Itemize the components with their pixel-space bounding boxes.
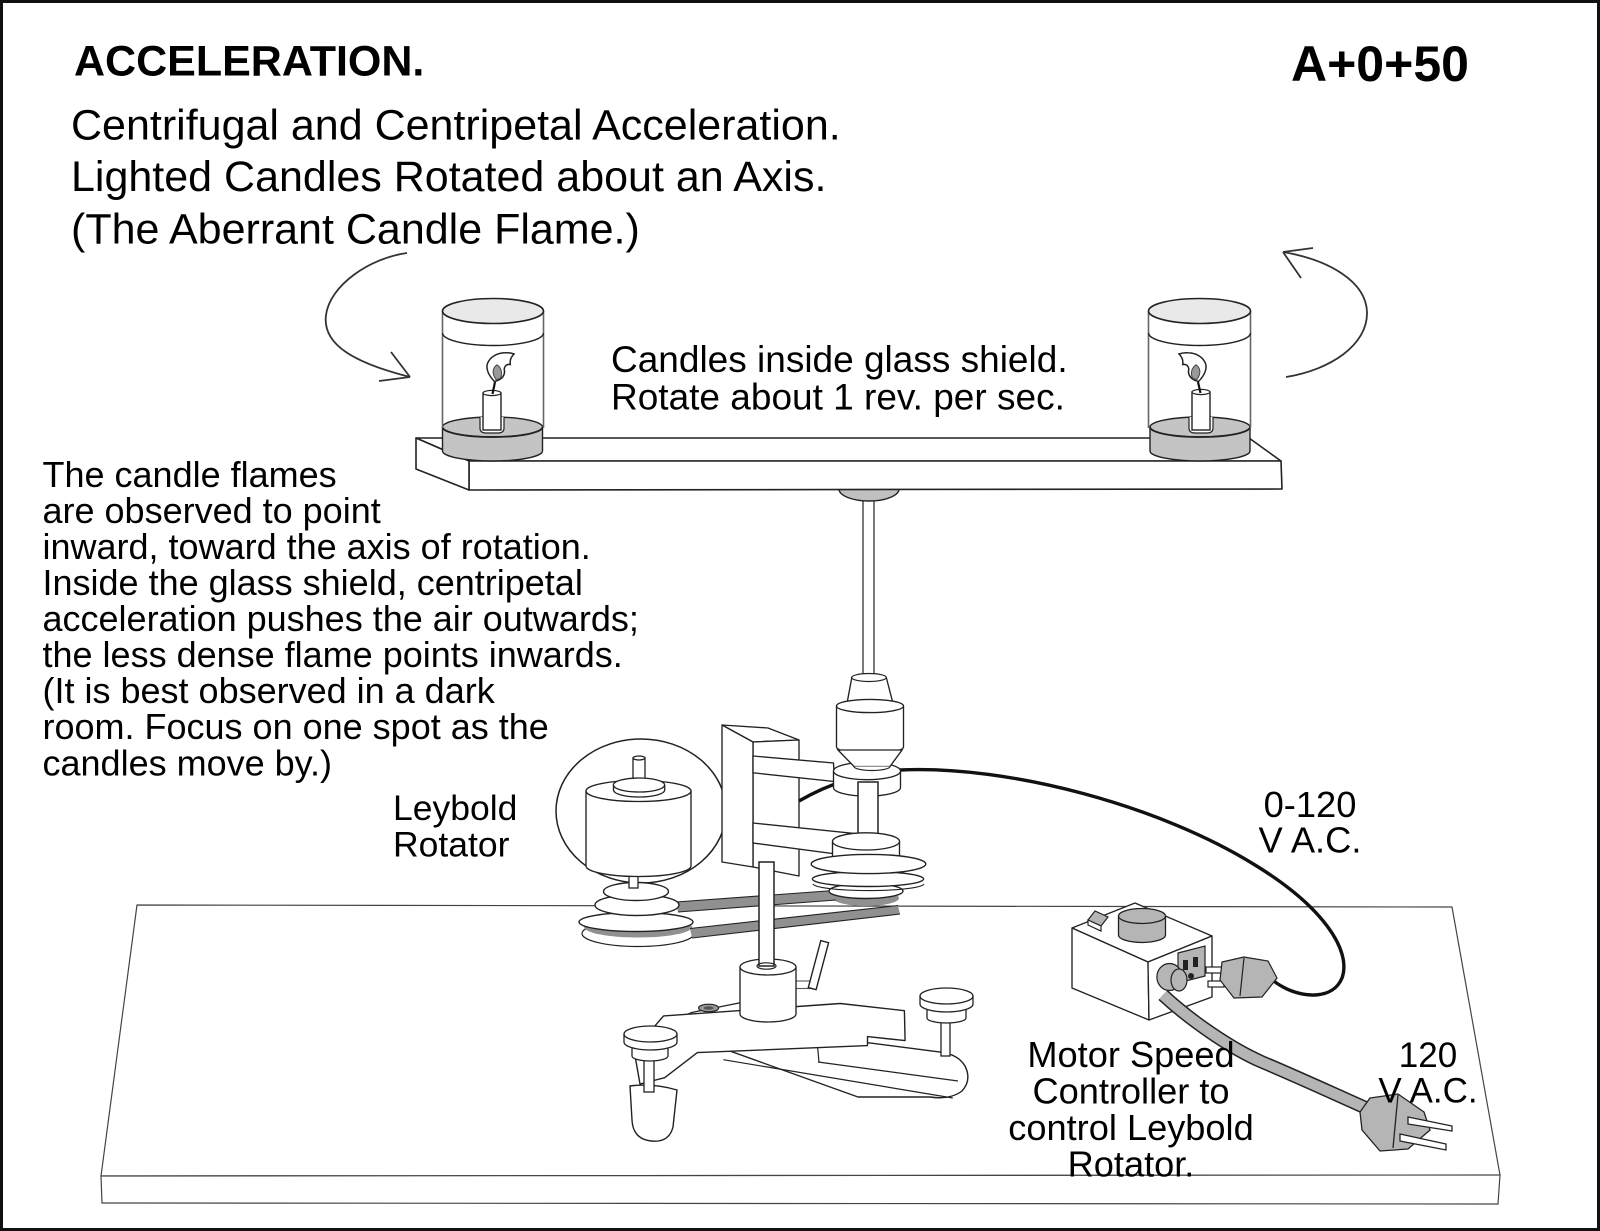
svg-text:acceleration pushes the air ou: acceleration pushes the air outwards; — [43, 598, 639, 639]
svg-text:Rotator.: Rotator. — [1068, 1144, 1195, 1185]
svg-text:The candle flames: The candle flames — [43, 454, 337, 495]
svg-text:Rotate about 1 rev. per sec.: Rotate about 1 rev. per sec. — [611, 377, 1065, 418]
svg-text:A+0+50: A+0+50 — [1291, 36, 1469, 92]
svg-text:(It is best observed in a dark: (It is best observed in a dark — [43, 670, 496, 711]
svg-text:Centrifugal and Centripetal Ac: Centrifugal and Centripetal Acceleration… — [71, 101, 841, 149]
svg-text:inward, toward the axis of rot: inward, toward the axis of rotation. — [43, 526, 591, 567]
svg-text:Controller to: Controller to — [1032, 1070, 1229, 1111]
svg-text:Inside the glass shield, centr: Inside the glass shield, centripetal — [43, 562, 583, 603]
svg-text:control Leybold: control Leybold — [1008, 1107, 1253, 1148]
svg-text:ACCELERATION.: ACCELERATION. — [74, 37, 424, 85]
svg-text:the less dense flame points in: the less dense flame points inwards. — [43, 634, 623, 675]
svg-text:V A.C.: V A.C. — [1259, 820, 1362, 861]
svg-text:are observed to point: are observed to point — [43, 490, 381, 531]
svg-text:(The Aberrant Candle Flame.): (The Aberrant Candle Flame.) — [71, 206, 640, 254]
svg-text:Candles inside glass shield.: Candles inside glass shield. — [611, 339, 1068, 380]
svg-text:Rotator: Rotator — [393, 825, 510, 865]
svg-text:Motor Speed: Motor Speed — [1027, 1034, 1234, 1075]
svg-text:room. Focus on one spot as the: room. Focus on one spot as the — [43, 706, 549, 747]
svg-text:0-120: 0-120 — [1264, 784, 1357, 825]
svg-text:Lighted Candles Rotated about: Lighted Candles Rotated about an Axis. — [71, 153, 826, 201]
svg-text:candles move by.): candles move by.) — [43, 742, 332, 783]
svg-text:V A.C.: V A.C. — [1378, 1071, 1477, 1110]
svg-text:120: 120 — [1399, 1036, 1457, 1075]
svg-text:Leybold: Leybold — [393, 788, 517, 828]
